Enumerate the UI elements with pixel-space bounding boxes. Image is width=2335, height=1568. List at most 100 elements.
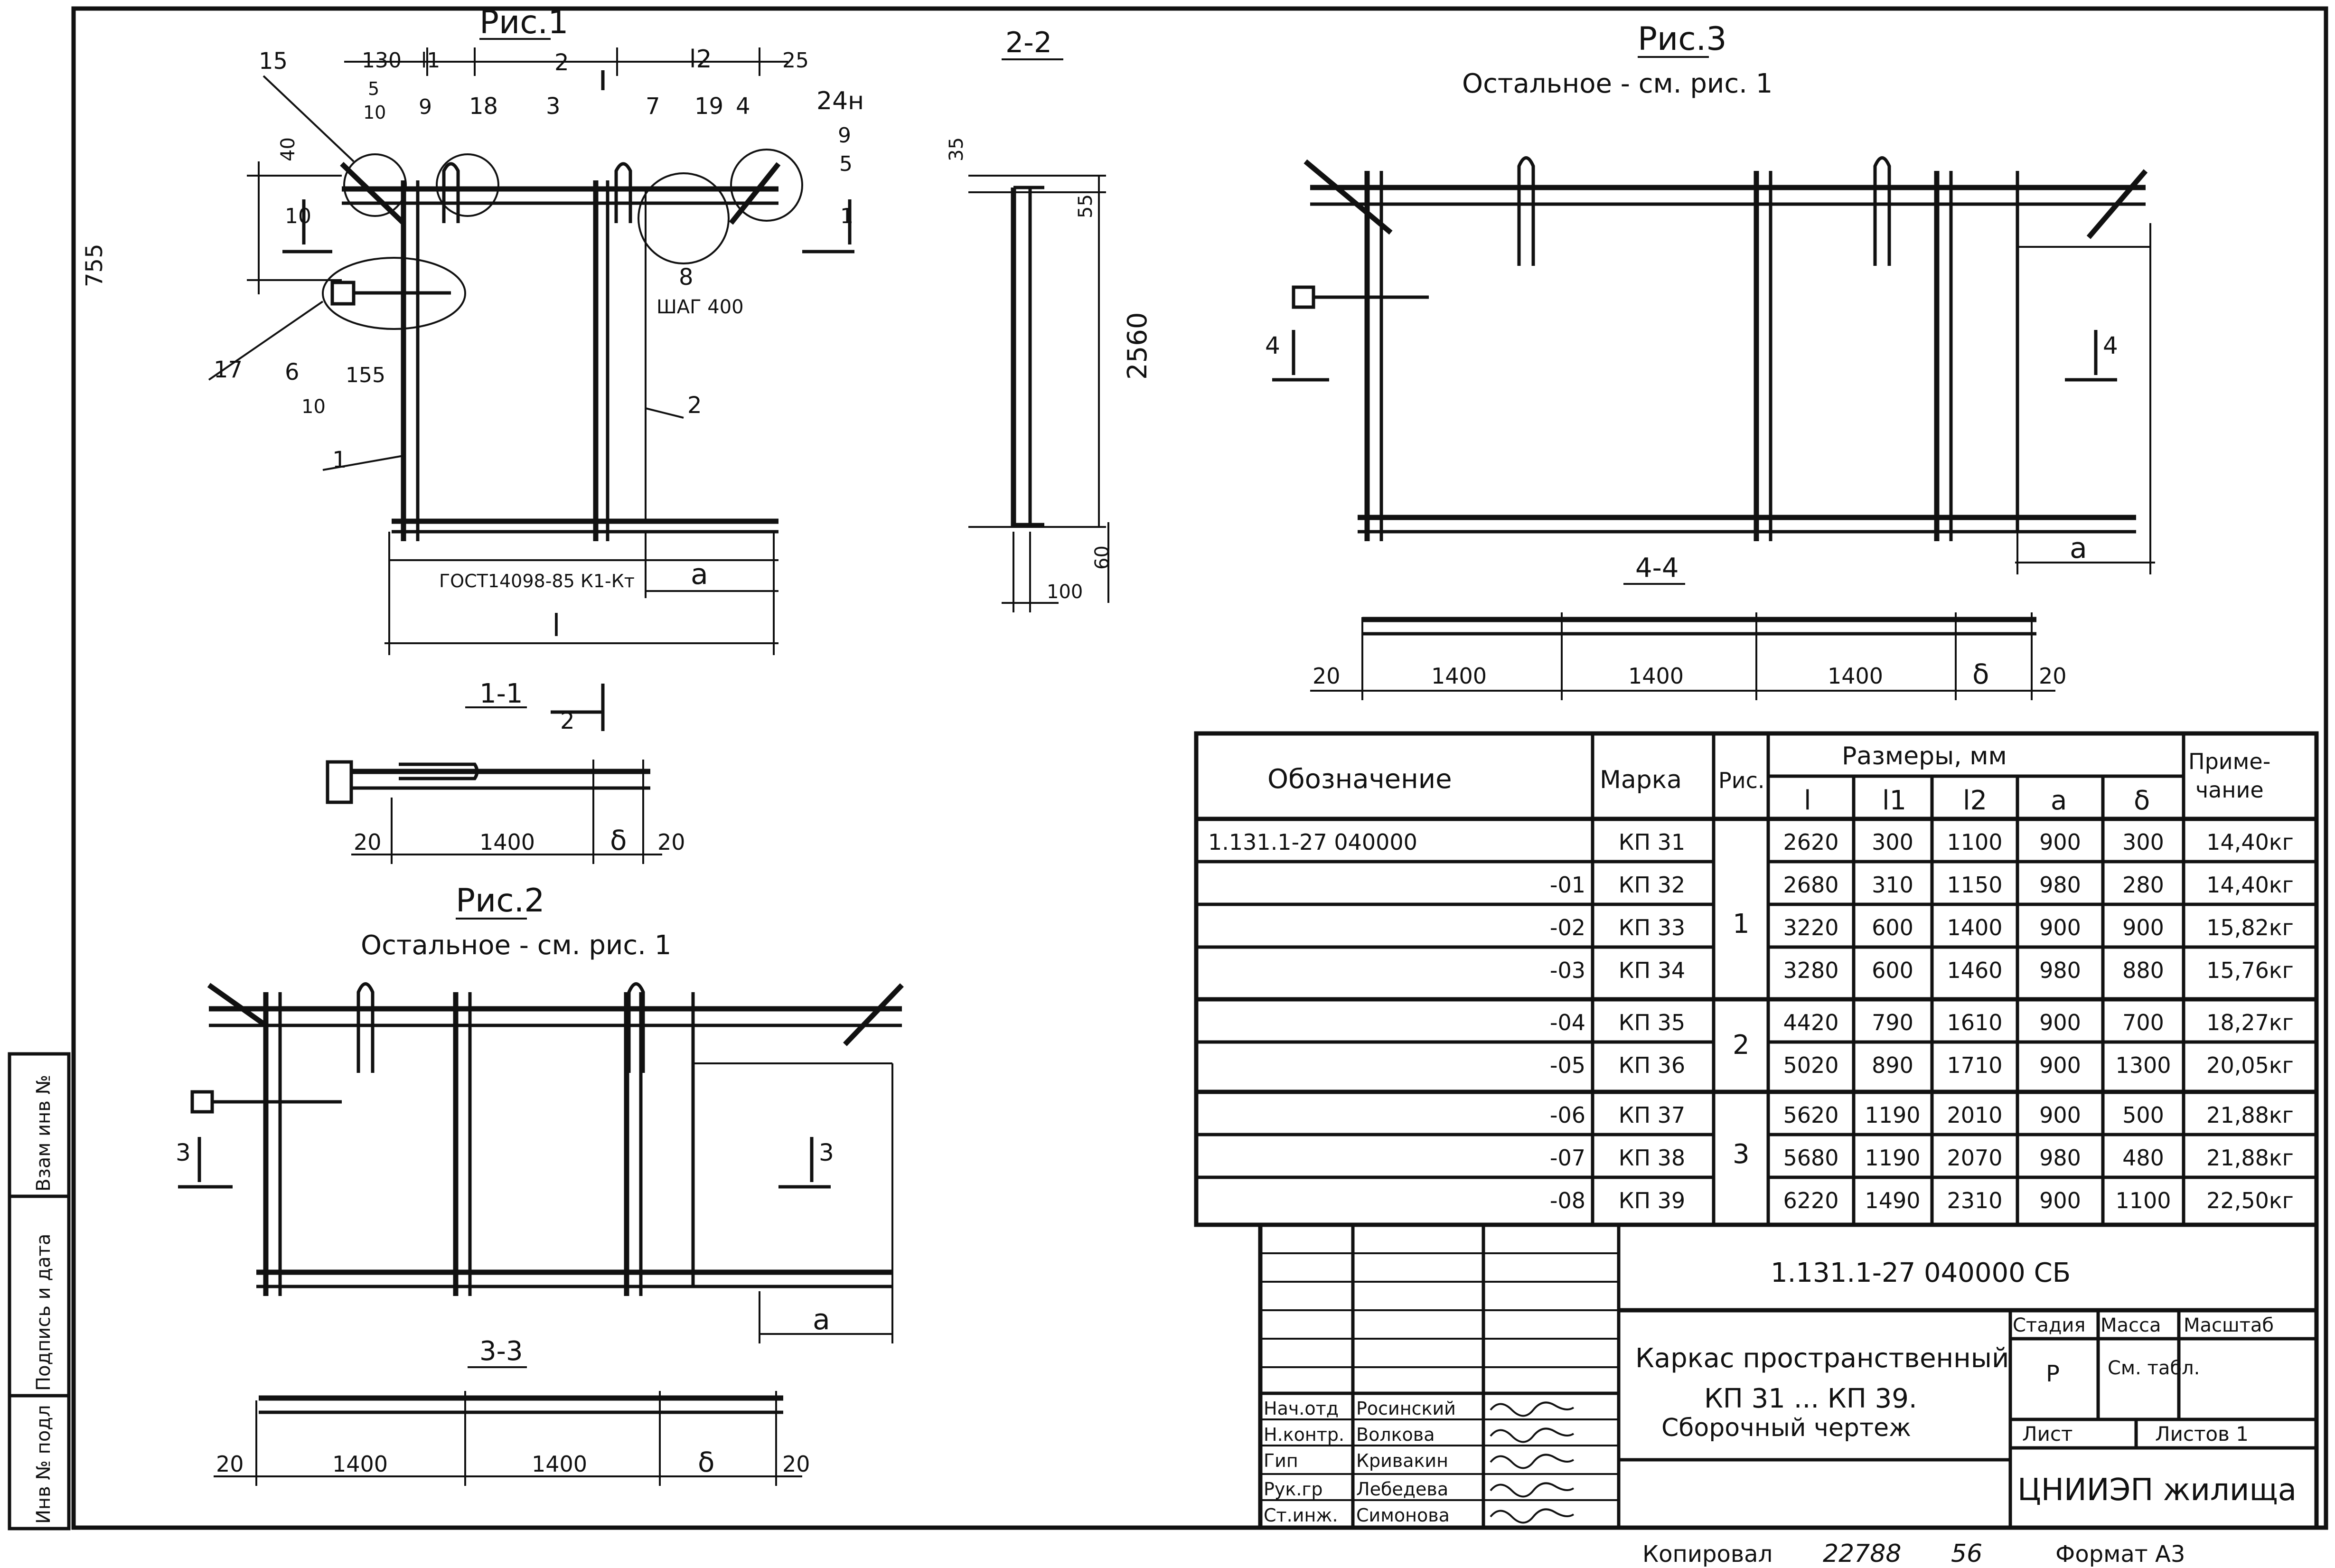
cell-l: 5020 — [1783, 1052, 1838, 1078]
section-4-4-title: 4-4 — [1635, 553, 1679, 583]
callout-9b: 9 — [838, 123, 851, 148]
cell-b: 500 — [2122, 1102, 2164, 1128]
cell-l: 2680 — [1783, 872, 1838, 898]
signature-mark — [1490, 1427, 1575, 1443]
fig3-marker-a: 4 — [1265, 332, 1280, 359]
fig3-marker-b: 4 — [2103, 332, 2118, 359]
figure-3-title: Рис.3 — [1638, 20, 1726, 58]
s22-dim-100: 100 — [1047, 581, 1083, 603]
cell-l1: 1190 — [1865, 1102, 1920, 1128]
cell-n: 14,40кг — [2206, 829, 2294, 855]
spec-table: Обозначение Марка Рис. Размеры, мм l l1 … — [1194, 731, 2319, 1227]
signer-role: Ст.инж. — [1264, 1505, 1338, 1526]
cell-mark: КП 33 — [1619, 915, 1685, 940]
mass-header: Масса — [2101, 1314, 2161, 1336]
cell-designation: -04 — [1550, 1010, 1585, 1035]
signature-mark — [1490, 1454, 1575, 1469]
title-block: 1.131.1-27 040000 СБ Каркас пространстве… — [1258, 1222, 2319, 1530]
callout-8: 8 — [679, 264, 694, 291]
cell-mark: КП 31 — [1619, 829, 1685, 855]
cell-a: 900 — [2039, 915, 2081, 940]
s33-dim-b: δ — [698, 1446, 715, 1478]
fig2-marker-a: 3 — [176, 1139, 191, 1166]
cell-designation: -08 — [1550, 1188, 1585, 1213]
th-a: a — [2051, 785, 2067, 816]
callout-7: 7 — [646, 93, 660, 120]
cell-l1: 300 — [1872, 829, 1913, 855]
callout-2a: 2 — [554, 49, 569, 76]
cell-l1: 600 — [1872, 915, 1913, 940]
signer-role: Нач.отд — [1264, 1398, 1339, 1419]
cell-a: 980 — [2039, 1145, 2081, 1171]
cell-a: 980 — [2039, 958, 2081, 983]
s11-dim-1400: 1400 — [479, 829, 535, 855]
signer-name: Кривакин — [1356, 1450, 1448, 1471]
s44-dim-1400b: 1400 — [1628, 663, 1684, 689]
doc-code: 1.131.1-27 040000 СБ — [1771, 1258, 2071, 1288]
th-fig: Рис. — [1718, 768, 1765, 793]
th-l2: l2 — [1963, 785, 1987, 816]
cell-designation: -03 — [1550, 958, 1585, 983]
fig-group-2: 2 — [1733, 1030, 1750, 1061]
dim-130: 130 — [362, 48, 402, 73]
callout-15: 15 — [259, 48, 288, 75]
th-b: δ — [2134, 785, 2150, 816]
cell-l2: 2310 — [1947, 1188, 2002, 1213]
cell-n: 20,05кг — [2206, 1052, 2294, 1078]
dim-10b: 10 — [301, 396, 326, 418]
cell-b: 1100 — [2115, 1188, 2171, 1213]
s44-dim-1400c: 1400 — [1828, 663, 1883, 689]
signature-mark — [1490, 1401, 1575, 1417]
section-1-1-title: 1-1 — [479, 678, 523, 709]
fig2-dim-a: a — [813, 1303, 830, 1336]
cell-mark: КП 36 — [1619, 1052, 1685, 1078]
cell-designation: 1.131.1-27 040000 — [1208, 829, 1417, 855]
footer-num2: 56 — [1951, 1540, 1982, 1568]
figure-3-note: Остальное - см. рис. 1 — [1462, 68, 1772, 99]
cell-l: 3280 — [1783, 958, 1838, 983]
sheets-header: Листов 1 — [2155, 1422, 2249, 1446]
cell-mark: КП 35 — [1619, 1010, 1685, 1035]
signer-name: Симонова — [1356, 1505, 1450, 1526]
s44-dim-1400a: 1400 — [1431, 663, 1487, 689]
signer-role: Рук.гр — [1264, 1479, 1323, 1500]
cell-designation: -02 — [1550, 915, 1585, 940]
callout-17: 17 — [214, 357, 243, 383]
cell-l2: 1710 — [1947, 1052, 2002, 1078]
section-3-3-title: 3-3 — [479, 1336, 523, 1367]
s44-dim-b: δ — [1972, 658, 1989, 690]
callout-4: 4 — [736, 93, 750, 120]
cell-n: 21,88кг — [2206, 1145, 2294, 1171]
cell-n: 22,50кг — [2206, 1188, 2294, 1213]
section-2-2: 2-2 35 55 2560 60 100 — [946, 26, 1153, 612]
section-1-1: 1-1 2 20 1400 δ 20 — [326, 678, 685, 864]
cell-l: 4420 — [1783, 1010, 1838, 1035]
doc-title-3: Сборочный чертеж — [1661, 1414, 1911, 1442]
cell-n: 18,27кг — [2206, 1010, 2294, 1035]
callout-24n: 24н — [816, 87, 864, 115]
stage-header: Стадия — [2013, 1314, 2085, 1336]
dim-5a: 5 — [368, 78, 379, 99]
callout-6: 6 — [285, 359, 300, 385]
cell-l2: 1100 — [1947, 829, 2002, 855]
cell-l1: 890 — [1872, 1052, 1913, 1078]
cell-l2: 1400 — [1947, 915, 2002, 940]
figure-1: Рис.1 — [81, 4, 864, 655]
cell-a: 900 — [2039, 1188, 2081, 1213]
cell-b: 1300 — [2115, 1052, 2171, 1078]
fig2-marker-b: 3 — [819, 1139, 834, 1166]
footer-copied: Копировал — [1642, 1541, 1772, 1568]
cell-a: 900 — [2039, 1102, 2081, 1128]
cell-l1: 1490 — [1865, 1188, 1920, 1213]
step-label: ШАГ 400 — [656, 296, 744, 318]
signer-name: Лебедева — [1356, 1479, 1448, 1500]
fig3-dim-a: a — [2070, 532, 2087, 565]
cell-b: 700 — [2122, 1010, 2164, 1035]
cell-l2: 1460 — [1947, 958, 2002, 983]
cell-mark: КП 38 — [1619, 1145, 1685, 1171]
s11-dim-b: δ — [610, 824, 627, 856]
footer-format: Формат А3 — [2055, 1541, 2185, 1568]
